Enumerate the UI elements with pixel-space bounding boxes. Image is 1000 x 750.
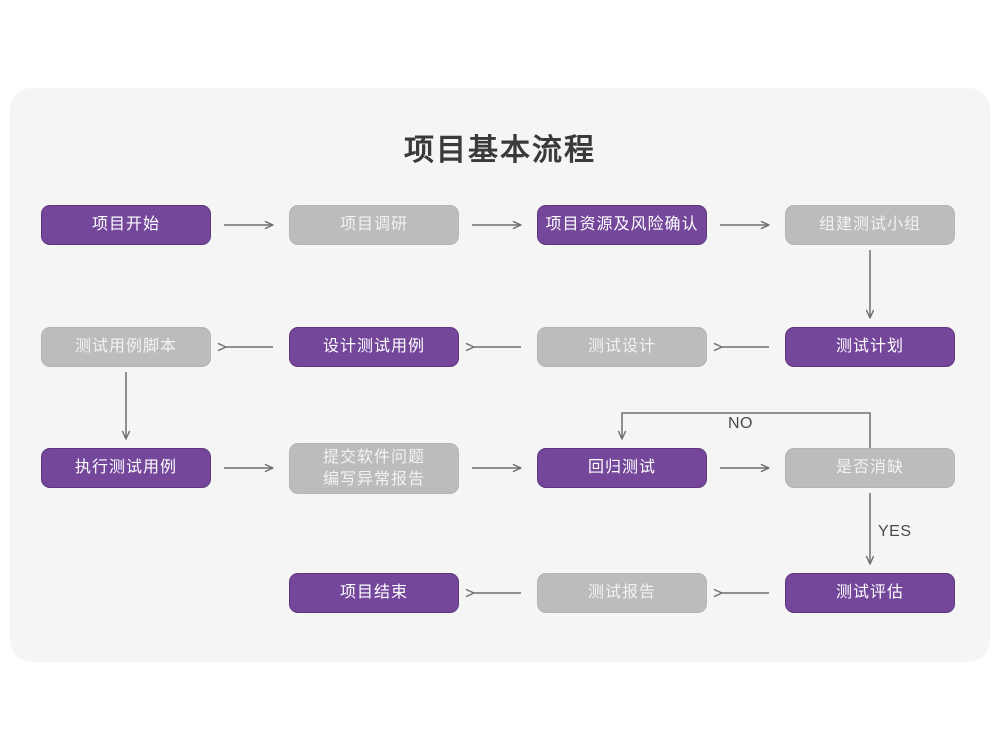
page-title: 项目基本流程 — [404, 134, 596, 167]
node-project-research[interactable]: 项目调研 — [289, 205, 459, 245]
node-build-test-team[interactable]: 组建测试小组 — [785, 205, 955, 245]
node-defect-resolved[interactable]: 是否消缺 — [785, 448, 955, 488]
node-test-design[interactable]: 测试设计 — [537, 327, 707, 367]
node-test-case-script[interactable]: 测试用例脚本 — [41, 327, 211, 367]
diagram-card — [10, 88, 990, 662]
node-design-test-case[interactable]: 设计测试用例 — [289, 327, 459, 367]
node-submit-defect-report[interactable]: 提交软件问题 编写异常报告 — [289, 443, 459, 494]
node-regression-test[interactable]: 回归测试 — [537, 448, 707, 488]
node-resource-risk[interactable]: 项目资源及风险确认 — [537, 205, 707, 245]
node-project-start[interactable]: 项目开始 — [41, 205, 211, 245]
connector-label-no: NO — [728, 415, 753, 432]
node-test-plan[interactable]: 测试计划 — [785, 327, 955, 367]
node-test-evaluation[interactable]: 测试评估 — [785, 573, 955, 613]
connector-label-yes: YES — [878, 523, 912, 540]
node-project-end[interactable]: 项目结束 — [289, 573, 459, 613]
node-test-report[interactable]: 测试报告 — [537, 573, 707, 613]
node-execute-test-case[interactable]: 执行测试用例 — [41, 448, 211, 488]
